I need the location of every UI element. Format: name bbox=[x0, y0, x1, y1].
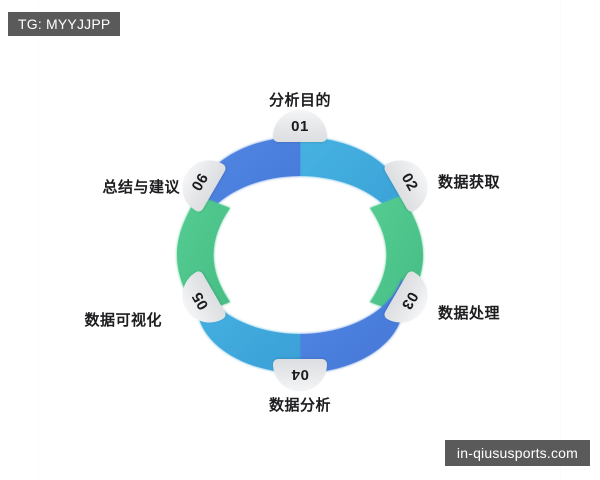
step-label-01: 分析目的 bbox=[268, 92, 332, 109]
step-label-06: 总结与建议 bbox=[102, 179, 180, 196]
card-edge-left bbox=[38, 0, 39, 480]
badge-step-01[interactable]: 01 bbox=[273, 110, 327, 142]
badge-step-04[interactable]: 04 bbox=[273, 359, 327, 391]
step-label-05: 数据可视化 bbox=[84, 312, 162, 329]
badge-number: 01 bbox=[291, 117, 309, 135]
watermark-top-left: TG: MYYJJPP bbox=[8, 12, 121, 36]
badge-number: 04 bbox=[291, 366, 309, 384]
step-label-03: 数据处理 bbox=[438, 305, 501, 322]
watermark-bottom-right: in-qiususports.com bbox=[444, 440, 590, 466]
card-edge-right bbox=[560, 0, 561, 480]
segment-06[interactable] bbox=[198, 137, 300, 232]
segment-01[interactable] bbox=[300, 137, 402, 232]
segment-04[interactable] bbox=[198, 278, 300, 373]
step-label-04: 数据分析 bbox=[268, 397, 332, 414]
step-label-02: 数据获取 bbox=[438, 174, 501, 191]
segment-03[interactable] bbox=[300, 278, 402, 373]
